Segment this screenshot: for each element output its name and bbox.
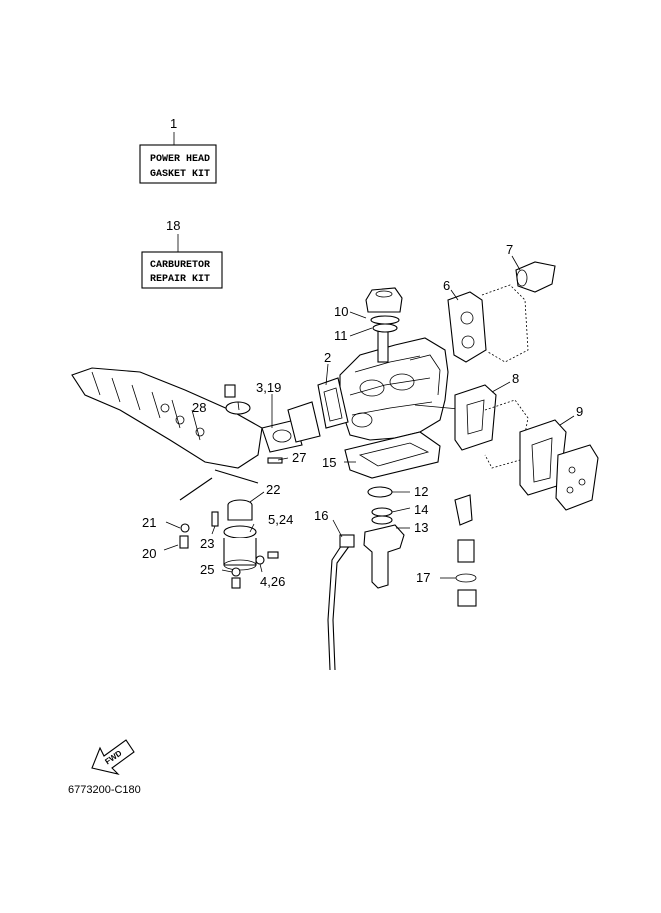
callout-labels: 2 3,19 4,26 5,24 6 7 8 9 10 11 12 13 14 …: [142, 242, 583, 589]
gasket-2-drawing: [317, 377, 349, 429]
kit-label-line2: GASKET KIT: [150, 169, 210, 180]
tube-16-drawing: [327, 534, 355, 671]
drawing-code: 6773200-C180: [68, 784, 141, 796]
kit-label-line1: CARBURETOR: [150, 260, 210, 271]
fasteners-drawing: [179, 457, 283, 589]
callout-21: 21: [142, 515, 156, 530]
cap-28-drawing: [224, 384, 251, 415]
fuel-parts-17-drawing: [454, 494, 477, 607]
callout-13: 13: [414, 520, 428, 535]
callout-3-19: 3,19: [256, 380, 281, 395]
kit-label-line1: POWER HEAD: [150, 154, 210, 165]
kit-number: 18: [166, 218, 180, 233]
gasket-15-drawing: [344, 431, 441, 479]
callout-7: 7: [506, 242, 513, 257]
callout-25: 25: [200, 562, 214, 577]
callout-9: 9: [576, 404, 583, 419]
kit-box-carburetor: 18 CARBURETOR REPAIR KIT: [141, 218, 223, 289]
bearing-housing-drawing: [179, 469, 259, 571]
callout-28: 28: [192, 400, 206, 415]
callout-17: 17: [416, 570, 430, 585]
callout-23: 23: [200, 536, 214, 551]
fwd-arrow: FWD: [91, 739, 135, 775]
leader-lines: [163, 255, 575, 579]
callout-15: 15: [322, 455, 336, 470]
callout-27: 27: [292, 450, 306, 465]
exhaust-cover-drawing: [447, 261, 556, 363]
kit-frame: [139, 144, 217, 184]
callout-12: 12: [414, 484, 428, 499]
callout-16: 16: [314, 508, 328, 523]
callout-6: 6: [443, 278, 450, 293]
kit-number: 1: [170, 116, 177, 131]
gasket-3-drawing: [261, 401, 321, 453]
callout-8: 8: [512, 371, 519, 386]
callout-11: 11: [334, 328, 348, 343]
kit-frame: [141, 251, 223, 289]
crankcase-drawing: [71, 367, 263, 469]
kit-box-power-head: 1 POWER HEAD GASKET KIT: [139, 116, 217, 184]
plate-9-drawing: [519, 419, 599, 511]
callout-10: 10: [334, 304, 348, 319]
callout-4-26: 4,26: [260, 574, 285, 589]
plate-8-drawing: [454, 384, 529, 469]
callout-20: 20: [142, 546, 156, 561]
callout-22: 22: [266, 482, 280, 497]
lower-seal-drawing: [363, 486, 405, 589]
callout-5-24: 5,24: [268, 512, 293, 527]
callout-2: 2: [324, 350, 331, 365]
thermostat-cover-drawing: [365, 287, 403, 333]
cylinder-block-drawing: [339, 329, 471, 441]
callout-14: 14: [414, 502, 428, 517]
kit-label-line2: REPAIR KIT: [150, 274, 210, 285]
